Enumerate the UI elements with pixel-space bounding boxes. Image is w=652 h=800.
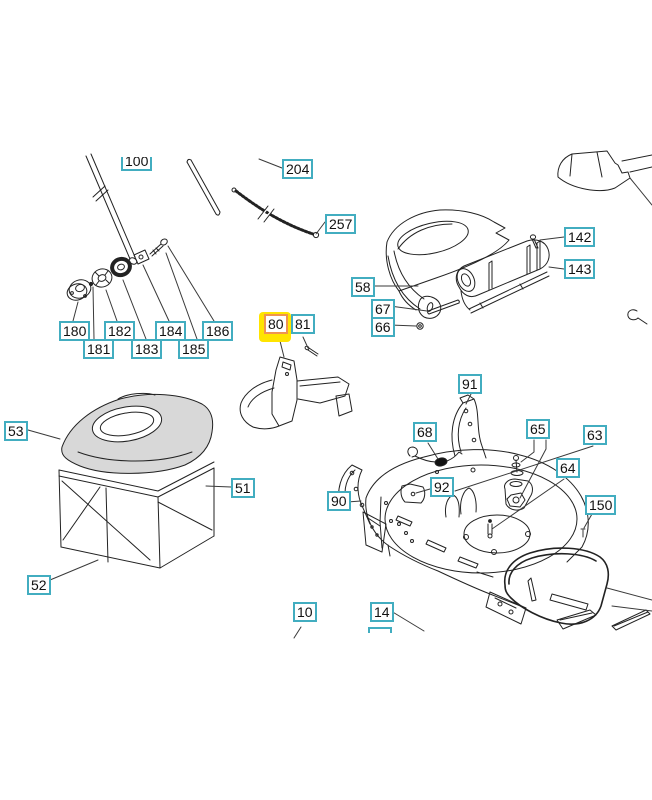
part-label-63[interactable]: 63 — [583, 425, 607, 445]
blade-parts-drawing — [556, 609, 651, 631]
part-label-52[interactable]: 52 — [27, 575, 51, 595]
part-label-66[interactable]: 66 — [371, 317, 395, 337]
part-label-180[interactable]: 180 — [59, 321, 91, 341]
clip-part-drawing — [627, 309, 648, 325]
part-label-150[interactable]: 150 — [585, 495, 617, 515]
clipped-label-wrap — [368, 627, 412, 633]
part-label-partial[interactable] — [368, 627, 392, 633]
part-label-182[interactable]: 182 — [104, 321, 136, 341]
rod-204-drawing — [186, 158, 221, 216]
part-label-65[interactable]: 65 — [526, 419, 550, 439]
part-label-142[interactable]: 142 — [564, 227, 596, 247]
deck-assembly-drawing — [338, 394, 589, 625]
part-label-90[interactable]: 90 — [327, 491, 351, 511]
part-label-81[interactable]: 81 — [291, 314, 315, 334]
part-label-64[interactable]: 64 — [556, 458, 580, 478]
part-label-186[interactable]: 186 — [202, 321, 234, 341]
clipped-label-wrap: 100 — [121, 157, 165, 171]
part-label-53[interactable]: 53 — [4, 421, 28, 441]
rear-flap-drawing — [503, 547, 610, 625]
part-label-257[interactable]: 257 — [325, 214, 357, 234]
top-cover-58-drawing — [385, 209, 510, 319]
part-label-92[interactable]: 92 — [430, 477, 454, 497]
handle-hardware-parts — [66, 238, 168, 301]
engine-partial-drawing — [557, 150, 652, 191]
grass-catcher-drawing — [58, 392, 215, 569]
part-label-100[interactable]: 100 — [121, 157, 153, 171]
part-label-14[interactable]: 14 — [370, 602, 394, 622]
deflector-80-drawing — [239, 345, 353, 430]
cable-257-drawing — [231, 187, 320, 239]
part-label-204[interactable]: 204 — [282, 159, 314, 179]
part-label-51[interactable]: 51 — [231, 478, 255, 498]
part-label-184[interactable]: 184 — [155, 321, 187, 341]
pin-67-ring-66-drawing — [416, 299, 460, 330]
part-label-10[interactable]: 10 — [293, 602, 317, 622]
part-label-80[interactable]: 80 — [264, 314, 288, 334]
part-label-185[interactable]: 185 — [178, 339, 210, 359]
part-label-143[interactable]: 143 — [564, 259, 596, 279]
part-label-183[interactable]: 183 — [131, 339, 163, 359]
part-label-58[interactable]: 58 — [351, 277, 375, 297]
roller-143-drawing — [455, 234, 550, 314]
handle-tube-drawing — [85, 153, 138, 265]
part-label-67[interactable]: 67 — [371, 299, 395, 319]
part-label-68[interactable]: 68 — [413, 422, 437, 442]
part-label-91[interactable]: 91 — [458, 374, 482, 394]
part-label-181[interactable]: 181 — [83, 339, 115, 359]
